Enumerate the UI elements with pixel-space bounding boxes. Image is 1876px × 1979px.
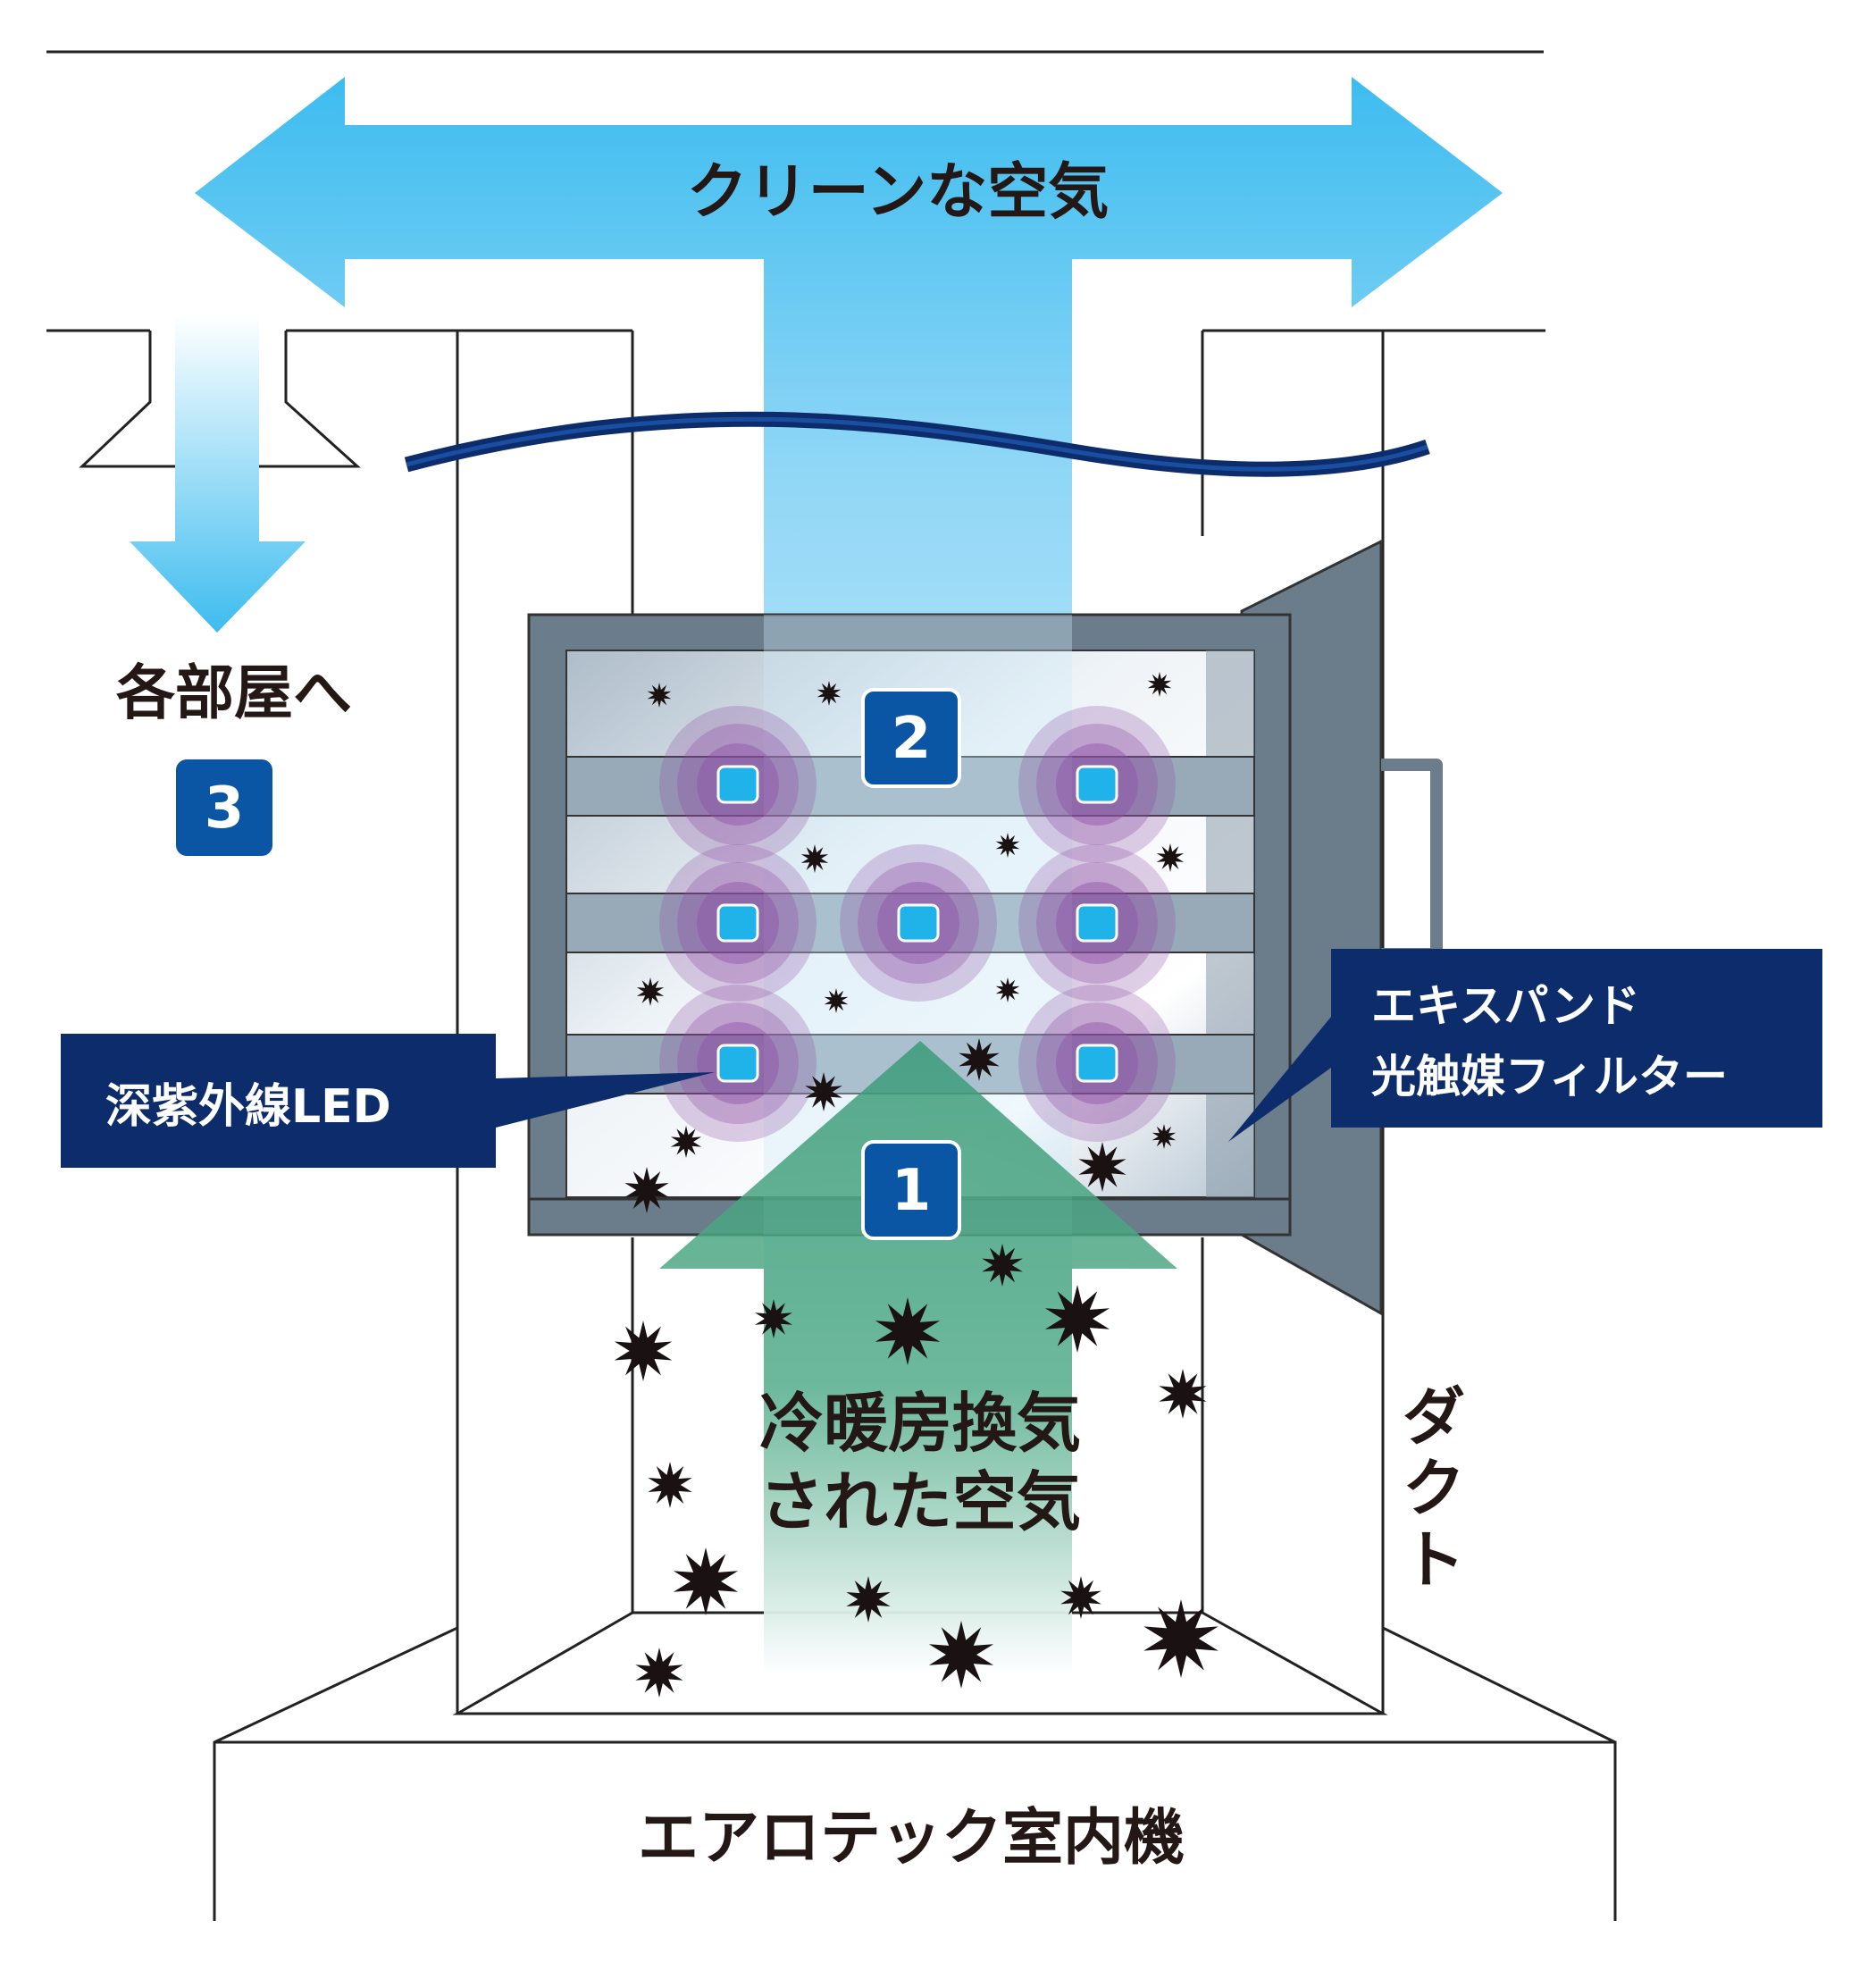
led-chip-1 (716, 765, 759, 804)
duct-label-1: ダ (1403, 1380, 1465, 1454)
filter-label-line2: 光触媒フィルター (1371, 1051, 1728, 1103)
dust-particle (995, 977, 1020, 1002)
led-chip-2 (1076, 765, 1118, 804)
dust-particle (824, 988, 849, 1013)
dust-particle (1143, 1599, 1219, 1678)
dust-particle (875, 1297, 941, 1365)
dust-particle (800, 844, 829, 873)
badge-2-number: 2 (892, 706, 932, 772)
dust-particle (636, 977, 665, 1006)
dust-particle (1147, 672, 1172, 697)
dust-particles (614, 672, 1219, 1698)
dust-particle (959, 1038, 1000, 1081)
incoming-air-label-line1: 冷暖房換気 (759, 1386, 1081, 1461)
badge-3 (176, 759, 272, 856)
indoor-unit-housing (213, 1626, 1617, 1921)
indoor-unit-label: エアロテック室内機 (638, 1803, 1185, 1874)
dust-particle (635, 1648, 683, 1698)
led-callout (61, 1034, 715, 1168)
dust-particle (624, 1167, 669, 1213)
to-rooms-arrow (130, 314, 306, 633)
dust-particle (1152, 1124, 1177, 1149)
filter-callout (1228, 949, 1822, 1142)
badge-3-number: 3 (205, 776, 245, 842)
clean-air-arrow (195, 77, 1503, 461)
to-rooms-label: 各部屋へ (116, 658, 352, 727)
dust-particle (670, 1126, 702, 1158)
incoming-air-arrow (659, 1041, 1177, 1671)
led-chip-5 (1076, 903, 1118, 943)
badge-1-number: 1 (892, 1158, 932, 1224)
dust-particle (755, 1299, 792, 1338)
led-chip-6 (716, 1044, 759, 1083)
duct-label-3: ト (1403, 1523, 1465, 1597)
dust-particle (614, 1321, 673, 1381)
dust-particle (648, 1462, 692, 1508)
dust-particle (1159, 1369, 1207, 1419)
dust-particle (995, 833, 1020, 858)
dust-particle (647, 683, 672, 708)
duct-label-2: ク (1403, 1452, 1465, 1525)
led-array (659, 706, 1176, 1142)
duct-left-wall (456, 331, 634, 1714)
led-chip-4 (897, 903, 940, 943)
badge-1 (861, 1140, 961, 1240)
dust-particle (805, 1072, 842, 1111)
dust-particle (817, 681, 842, 706)
door-handle (1381, 759, 1443, 960)
badge-2 (861, 688, 961, 788)
dust-particle (846, 1576, 891, 1623)
filter-label-line1: エキスパンド (1371, 980, 1640, 1032)
led-chip-7 (1076, 1044, 1118, 1083)
clean-air-label: クリーンな空気 (687, 157, 1110, 228)
dust-particle (1044, 1285, 1110, 1353)
dust-particle (673, 1547, 739, 1615)
dust-particle (1078, 1142, 1126, 1192)
dust-particle (1060, 1576, 1101, 1619)
led-label: 深紫外線LED (105, 1080, 391, 1134)
dust-particle (982, 1244, 1023, 1287)
led-chip-3 (716, 903, 759, 943)
dust-particle (1156, 843, 1185, 872)
dust-particle (928, 1621, 994, 1689)
incoming-air-label-line2: された空気 (759, 1464, 1081, 1539)
